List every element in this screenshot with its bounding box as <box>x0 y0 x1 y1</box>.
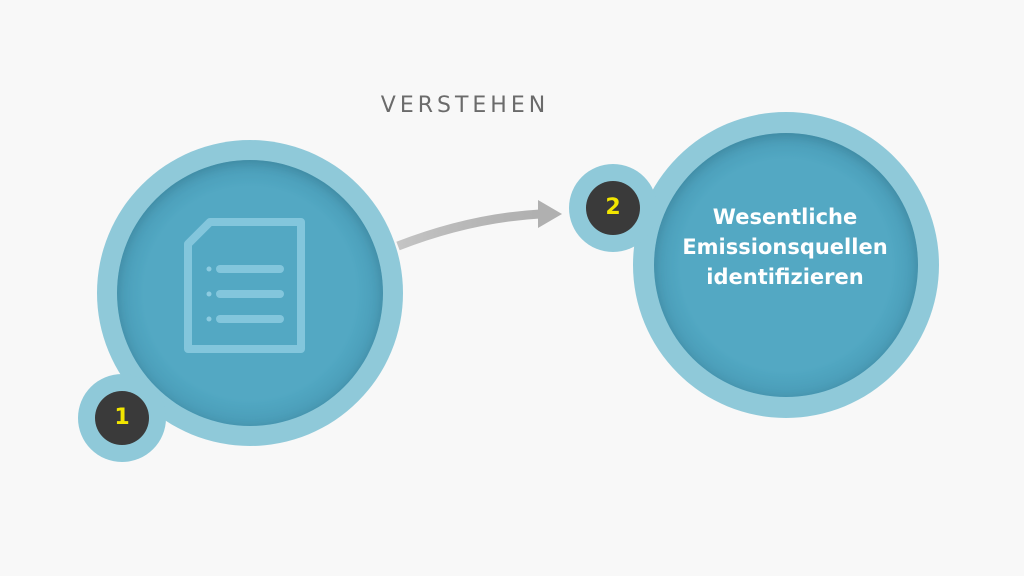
step-2-number: 2 <box>605 195 621 220</box>
step-2-node <box>569 112 939 418</box>
step-1-badge <box>95 391 149 445</box>
step-2-label-line: Wesentliche <box>712 205 858 229</box>
step-2-badge <box>586 181 640 235</box>
step-1-node <box>78 140 403 462</box>
step-2-label-line: identifizieren <box>706 265 864 289</box>
connector-arrow <box>396 200 562 251</box>
document-list-icon <box>184 218 305 353</box>
step-1-number: 1 <box>114 405 130 430</box>
section-heading: VERSTEHEN <box>380 93 550 118</box>
step-2-label: Wesentliche Emissionsquellen identifizie… <box>660 202 910 292</box>
step-2-label-line: Emissionsquellen <box>682 235 888 259</box>
